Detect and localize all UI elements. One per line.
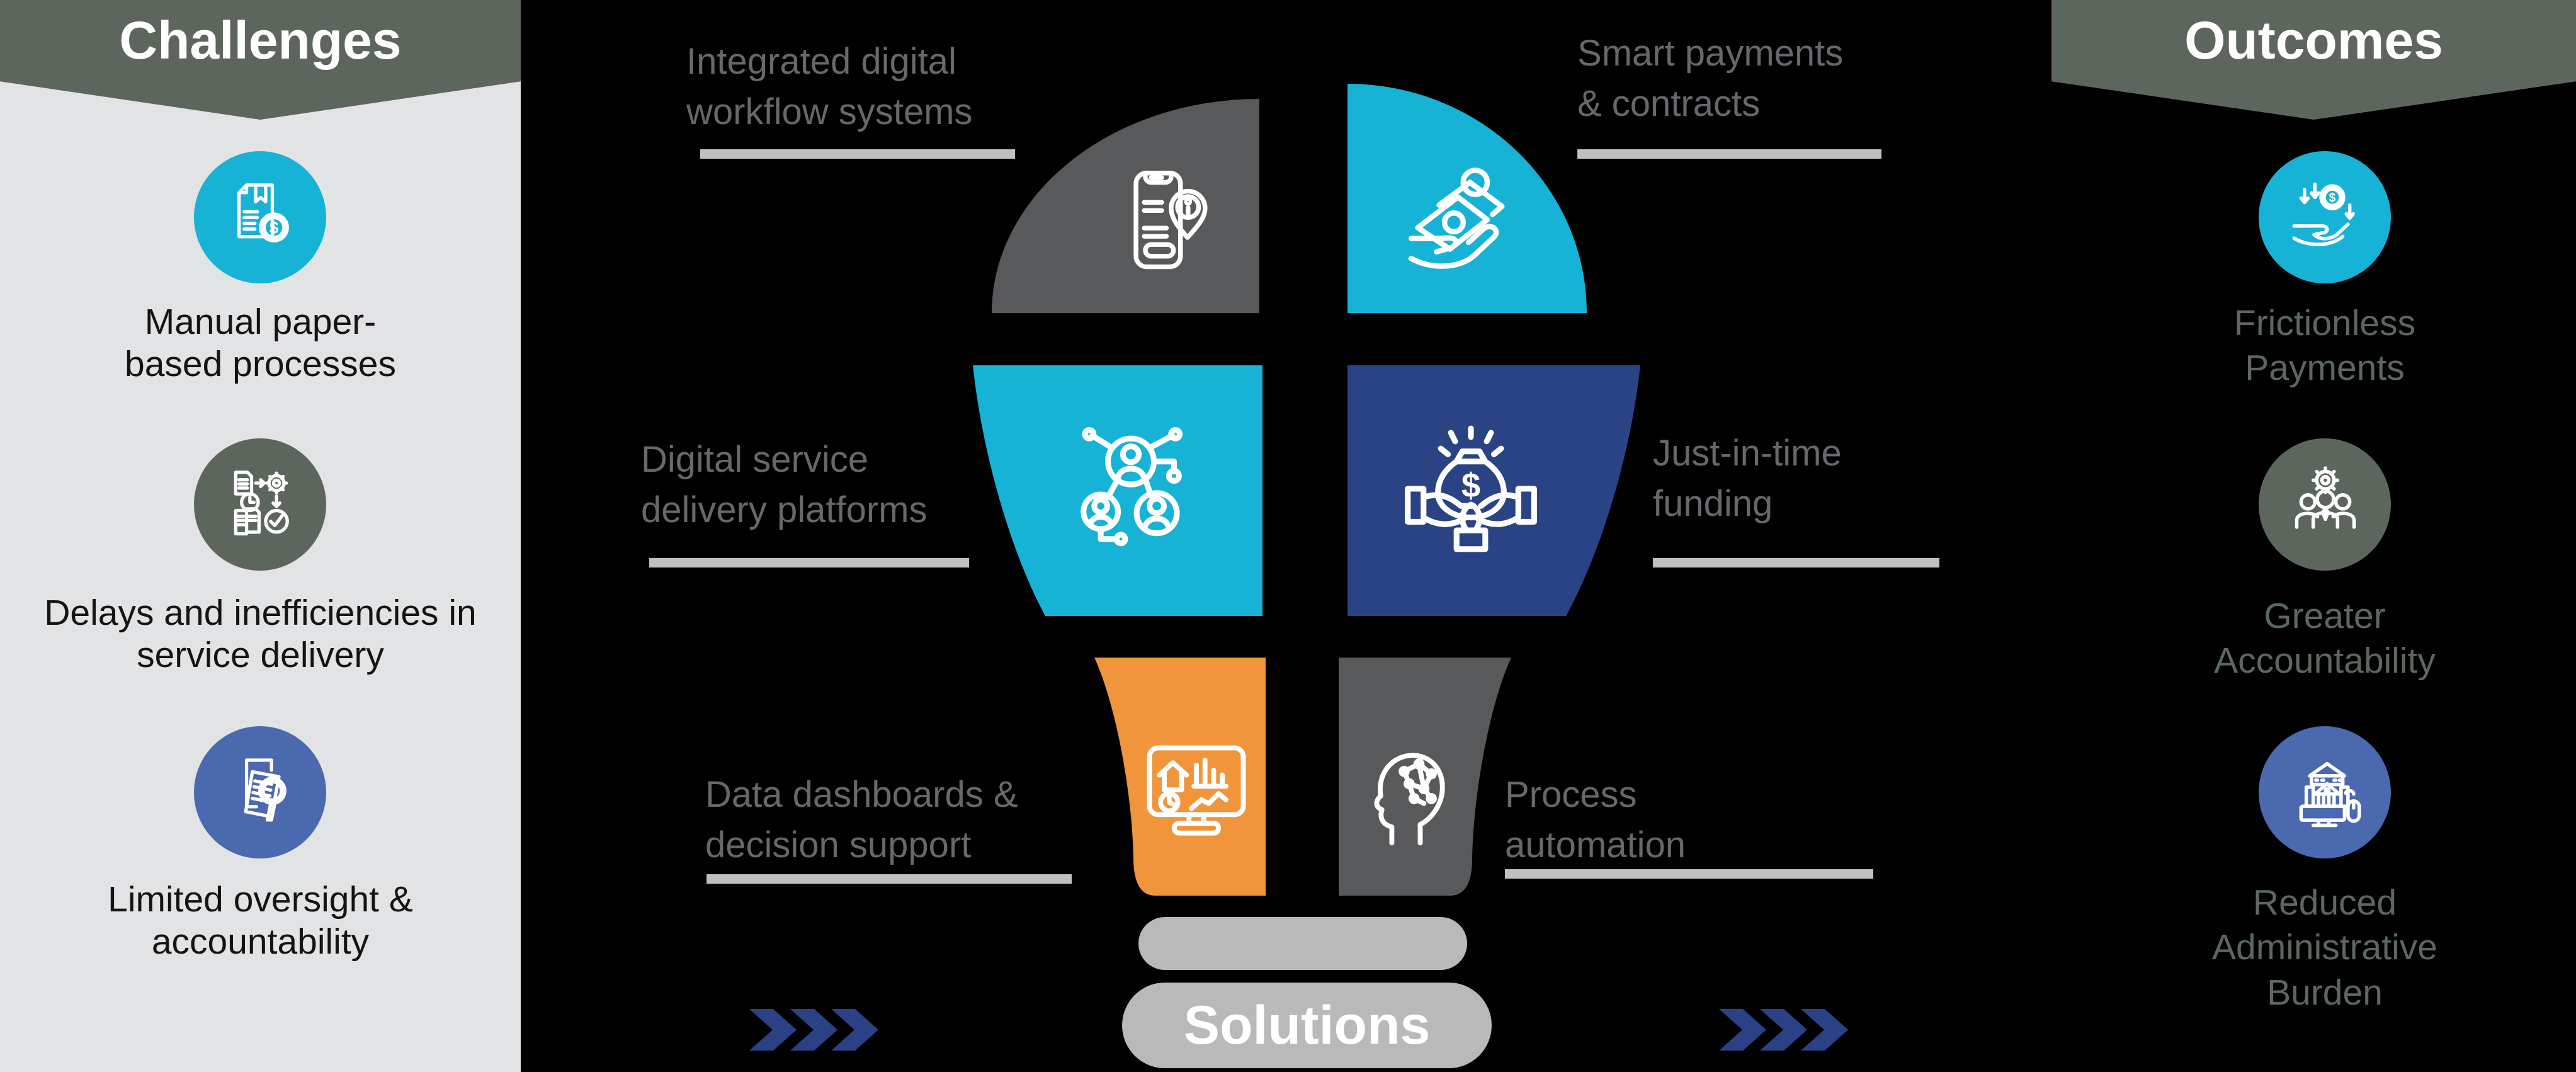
outcome-icon-circle-2: [2259, 438, 2391, 571]
right-chevrons-icon: [1719, 1009, 1848, 1051]
svg-text:$: $: [1461, 466, 1480, 505]
outcome-label-1: Frictionless Payments: [2233, 303, 2416, 389]
solution-underline-5: [706, 874, 1072, 884]
outcome-label-2: Greater Accountability: [2214, 596, 2436, 681]
solution-label-1: Integrated digital workflow systems: [686, 41, 973, 133]
quadrant-middle-left: [973, 365, 1262, 616]
solutions-pill-label: Solutions: [1183, 995, 1431, 1056]
solution-underline-1: [700, 149, 1015, 159]
outcome-label-3: Reduced Administrative Burden: [2212, 882, 2437, 1013]
payment-decrease-icon: $: [2292, 182, 2355, 246]
solution-label-5: Data dashboards & decision support: [705, 774, 1018, 866]
solution-label-3: Digital service delivery platforms: [641, 439, 928, 531]
bulb-base-bar: [1138, 917, 1467, 970]
outcome-icon-circle-1: [2259, 151, 2391, 283]
invoice-dollar-icon: $: [237, 183, 289, 242]
solution-label-4: Just-in-time funding: [1653, 433, 1842, 525]
document-magnifier-icon: [244, 758, 287, 822]
dashboard-monitor-icon: [1147, 745, 1246, 836]
challenge-label-1: Manual paper- based processes: [125, 302, 396, 385]
challenge-label-3: Limited oversight & accountability: [108, 879, 413, 962]
left-chevrons-icon: [749, 1009, 878, 1051]
challenge-icon-circle-2: [194, 438, 326, 571]
solution-underline-3: [649, 558, 969, 567]
ai-head-icon: [1374, 753, 1445, 846]
outcomes-title: Outcomes: [2184, 11, 2443, 70]
moneybag-hands-icon: $: [1405, 425, 1537, 552]
team-gear-icon: [2295, 466, 2356, 529]
solution-underline-6: [1505, 869, 1873, 879]
quadrant-top-left: [992, 99, 1259, 313]
egov-building-icon: [2299, 761, 2361, 828]
solution-underline-2: [1577, 149, 1881, 159]
hand-money-icon: [1408, 168, 1505, 269]
people-network-icon: [1081, 426, 1183, 547]
quadrant-middle-right: [1348, 365, 1640, 616]
workflow-delay-icon: [234, 470, 289, 536]
quadrant-top-right: [1348, 84, 1587, 313]
solution-underline-4: [1653, 558, 1939, 567]
challenge-label-2: Delays and inefficiencies in service del…: [44, 593, 477, 676]
phone-info-icon: [1133, 171, 1208, 270]
solution-label-6: Process automation: [1505, 774, 1686, 866]
challenge-icon-circle-1: [194, 151, 326, 283]
svg-text:$: $: [270, 218, 279, 237]
solution-label-2: Smart payments & contracts: [1577, 33, 1844, 125]
svg-text:$: $: [2329, 191, 2336, 205]
neck-bottom-right: [1339, 658, 1511, 896]
challenges-title: Challenges: [119, 11, 402, 70]
solutions-pill: [1122, 983, 1492, 1068]
